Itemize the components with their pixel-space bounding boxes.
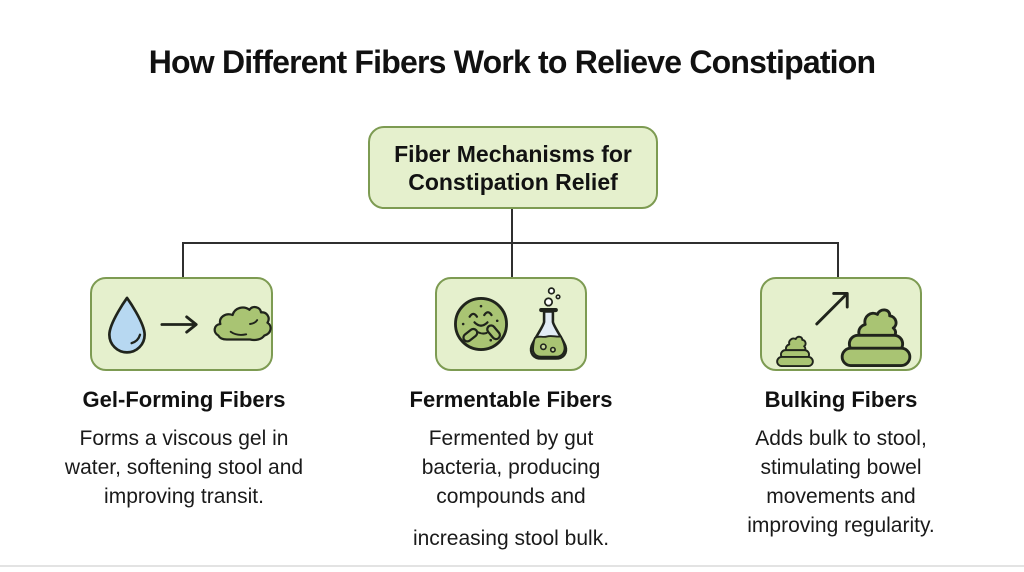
connector-drop-left [182, 243, 184, 277]
connector-horizontal-bar [182, 242, 839, 244]
page-title: How Different Fibers Work to Relieve Con… [148, 44, 876, 80]
connector-drop-right [837, 243, 839, 277]
gut-bacteria-icon [451, 294, 511, 354]
large-stool-icon [840, 305, 912, 367]
growth-arrow-icon [810, 285, 854, 329]
branch-description-gel-forming: Forms a viscous gel in water, softening … [64, 427, 304, 508]
branch-node-gel-forming [90, 277, 273, 371]
branch-description-fermentable-extra: increasing stool bulk. [412, 527, 610, 550]
branch-heading-bulking: Bulking Fibers [764, 387, 918, 412]
branch-node-bulking [760, 277, 922, 371]
root-node-label: Fiber Mechanisms for Constipation Relief [394, 140, 632, 195]
branch-heading-gel-forming: Gel-Forming Fibers [82, 387, 286, 412]
connector-root-stem [511, 209, 513, 243]
gel-stool-icon [210, 302, 272, 346]
connector-drop-middle [511, 243, 513, 277]
small-stool-icon [776, 334, 814, 367]
branch-node-fermentable [435, 277, 587, 371]
branch-description-bulking: Adds bulk to stool, stimulating bowel mo… [747, 427, 935, 537]
branch-description-fermentable: Fermented by gut bacteria, producing com… [421, 427, 601, 508]
bottom-divider-line [0, 565, 1024, 567]
flask-icon [525, 285, 572, 363]
arrow-right-icon [159, 314, 200, 335]
water-drop-icon [104, 294, 150, 354]
root-node: Fiber Mechanisms for Constipation Relief [368, 126, 658, 209]
branch-heading-fermentable: Fermentable Fibers [409, 387, 613, 412]
bulking-icon-group [762, 277, 920, 371]
